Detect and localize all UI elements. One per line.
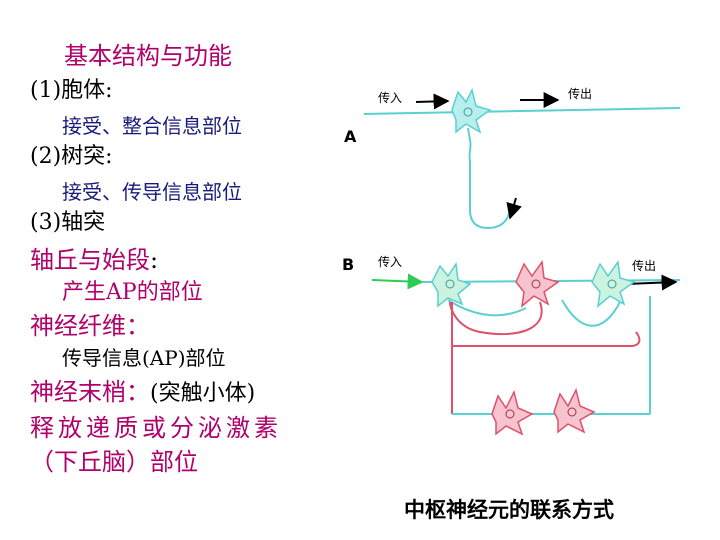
b-inhibitory-loop bbox=[449, 301, 543, 336]
a-input-arrow bbox=[415, 93, 450, 110]
axon-hillock-label: 轴丘与始段 bbox=[30, 246, 150, 274]
nerve-fiber-description: 传导信息(AP)部位 bbox=[62, 346, 226, 370]
dendrite-description: 接受、传导信息部位 bbox=[62, 180, 242, 204]
label-b: B bbox=[342, 255, 354, 274]
dendrite-heading: (2)树突: bbox=[30, 144, 113, 169]
b-neuron-3-nucleus bbox=[607, 279, 617, 289]
a-feedback-arrow bbox=[506, 197, 522, 220]
b-neuron-2 bbox=[515, 260, 560, 308]
nerve-terminal-heading: 神经末梢：(突触小体) bbox=[30, 380, 255, 405]
axon-hillock-description: 产生AP的部位 bbox=[62, 280, 203, 305]
b-neuron-5-nucleus bbox=[567, 407, 577, 417]
b-neuron-1-nucleus bbox=[445, 279, 455, 289]
a-output-label: 传出 bbox=[568, 86, 592, 101]
a-neuron-nucleus bbox=[463, 107, 473, 117]
b-output-arrow bbox=[625, 274, 678, 291]
a-neuron-body bbox=[451, 87, 492, 134]
b-neuron-5 bbox=[553, 387, 596, 434]
b-mid-horizontal bbox=[452, 331, 641, 347]
b-input-label: 传入 bbox=[378, 254, 402, 269]
neuron-connection-diagram: A 传入 传出 B 传入 传出 bbox=[342, 86, 681, 436]
a-collateral-top bbox=[467, 127, 472, 161]
soma-description: 接受、整合信息部位 bbox=[62, 114, 242, 138]
a-axon-line bbox=[363, 107, 681, 115]
a-input-label: 传入 bbox=[378, 90, 402, 105]
axon-hillock-colon: : bbox=[150, 246, 159, 274]
nerve-fiber-heading: 神经纤维： bbox=[30, 312, 150, 340]
section-title: 基本结构与功能 bbox=[64, 42, 232, 70]
b-neuron-4-nucleus bbox=[505, 409, 515, 419]
b-neuron-1 bbox=[431, 261, 472, 308]
nerve-terminal-label: 神经末梢： bbox=[30, 378, 150, 406]
b-link-2-3 bbox=[561, 299, 621, 327]
soma-heading: (1)胞体: bbox=[30, 78, 113, 103]
b-neuron-3 bbox=[591, 260, 636, 308]
hypothalamus-line: （下丘脑）部位 bbox=[30, 448, 198, 476]
b-output-label: 传出 bbox=[632, 258, 656, 273]
b-link-1-2 bbox=[447, 299, 527, 317]
axon-hillock-heading: 轴丘与始段: bbox=[30, 248, 158, 272]
release-line: 释放递质或分泌激素 bbox=[30, 414, 282, 442]
b-neuron-2-nucleus bbox=[531, 279, 541, 289]
b-input-arrow bbox=[371, 273, 424, 290]
label-a: A bbox=[344, 127, 357, 146]
axon-heading: (3)轴突 bbox=[30, 210, 106, 235]
a-recurrent-loop bbox=[469, 160, 511, 230]
b-neuron-4 bbox=[491, 389, 534, 436]
diagram-caption: 中枢神经元的联系方式 bbox=[404, 498, 614, 522]
synaptic-knob-label: (突触小体) bbox=[150, 381, 256, 406]
